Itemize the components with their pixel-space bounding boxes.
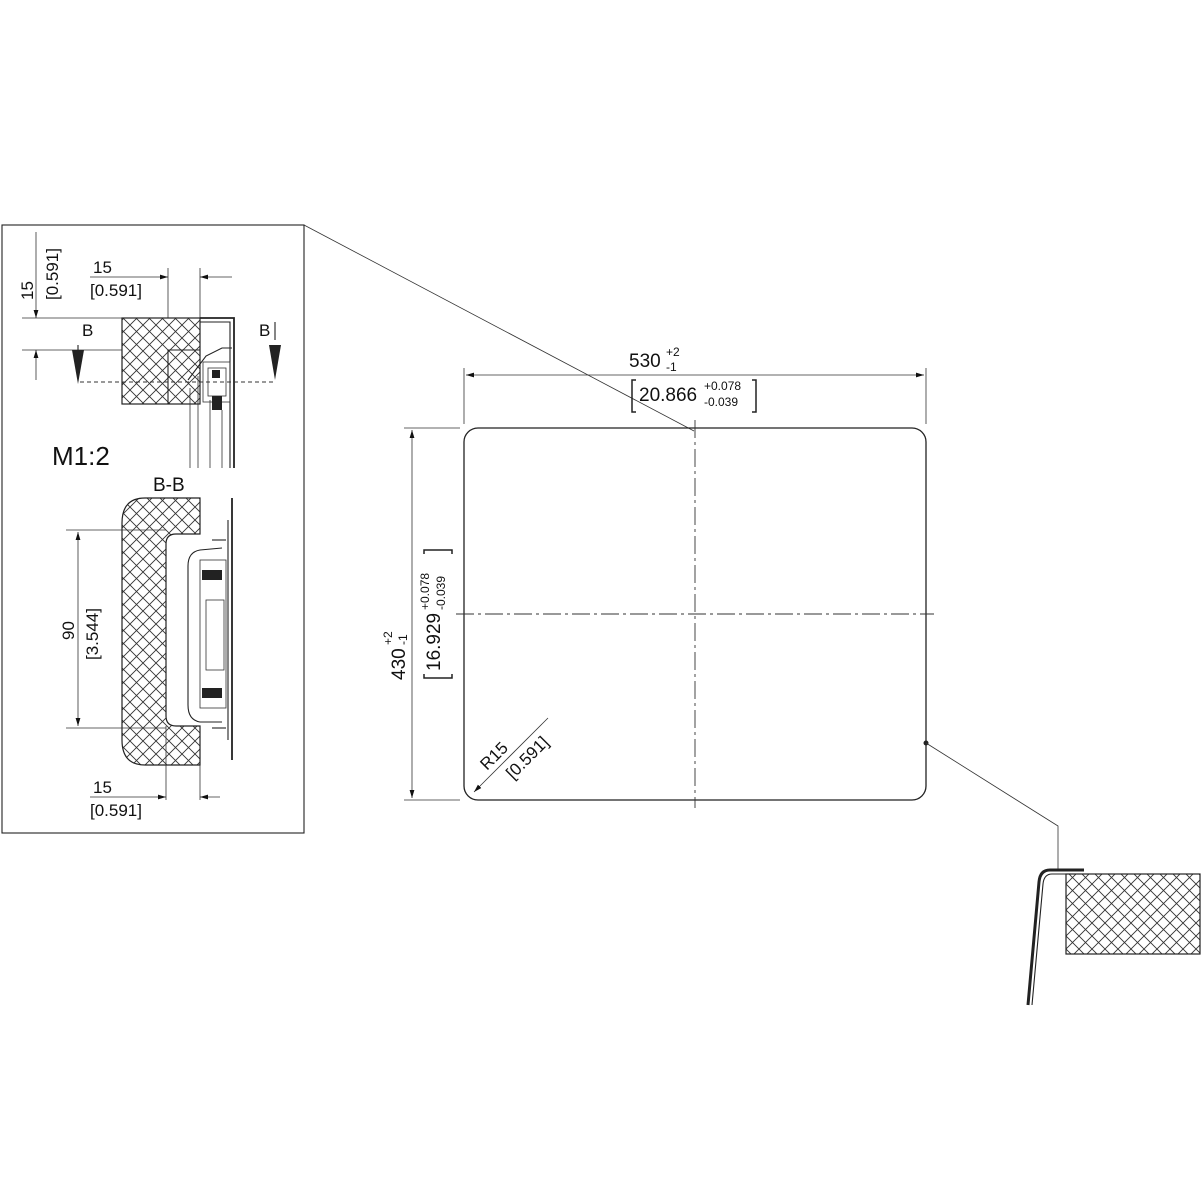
- worktop-edge-section: [1065, 873, 1201, 955]
- sink-flange-edge: [1026, 868, 1084, 1006]
- detail-frame: [1, 224, 305, 834]
- detail-panel: 15 [0.591] 15 [0.591]: [1, 224, 695, 834]
- sink-rim-detail: [187, 317, 235, 468]
- detail-leader-line: [303, 224, 695, 432]
- top-height-value: 15: [18, 281, 37, 300]
- section-arrow-right: B: [259, 321, 281, 380]
- edge-detail: [1026, 868, 1201, 1006]
- main-view: 530 +2 -1 20.866 +0.078 -0.039 430 +2 -1…: [381, 345, 1059, 870]
- scale-label: M1:2: [52, 441, 110, 471]
- top-width-inch: [0.591]: [90, 281, 142, 300]
- edge-detail-leader: [925, 742, 1059, 870]
- width-tol-upper: +2: [666, 345, 680, 359]
- section-title: B-B: [153, 475, 185, 496]
- height-inch-value: 16.929: [424, 613, 445, 671]
- section-height-inch: [3.544]: [83, 608, 102, 660]
- section-arrow-left: B: [72, 321, 93, 384]
- width-tol-lower: -1: [666, 360, 677, 374]
- height-value: 430: [389, 648, 410, 680]
- section-height-dimension: 90 [3.544]: [59, 529, 166, 729]
- width-value: 530: [629, 351, 661, 372]
- width-inch-tol-lower: -0.039: [704, 395, 738, 409]
- section-mark-right: B: [259, 321, 270, 340]
- top-width-dimension: 15 [0.591]: [90, 258, 232, 318]
- section-width-inch: [0.591]: [90, 801, 142, 820]
- width-dimension: 530 +2 -1 20.866 +0.078 -0.039: [463, 345, 927, 424]
- worktop-section-bb: [121, 497, 201, 766]
- height-dimension: 430 +2 -1 16.929 +0.078 -0.039: [381, 427, 460, 801]
- worktop-section-top: [121, 317, 201, 405]
- section-width-value: 15: [93, 778, 112, 797]
- radius-inch-value: [0.591]: [502, 733, 552, 783]
- height-tol-upper: +2: [381, 631, 395, 645]
- width-inch-value: 20.866: [639, 385, 697, 406]
- top-height-dimension: 15 [0.591]: [18, 232, 122, 380]
- section-width-dimension: 15 [0.591]: [90, 726, 220, 820]
- section-mark-left: B: [82, 321, 93, 340]
- height-inch-tol-lower: -0.039: [434, 576, 448, 610]
- section-height-value: 90: [59, 621, 78, 640]
- width-inch-tol-upper: +0.078: [704, 379, 741, 393]
- sink-bowl-section: [187, 498, 233, 760]
- height-tol-lower: -1: [396, 634, 410, 645]
- height-inch-tol-upper: +0.078: [418, 573, 432, 610]
- top-width-value: 15: [93, 258, 112, 277]
- top-height-inch: [0.591]: [43, 248, 62, 300]
- radius-dimension: R15 [0.591]: [473, 717, 553, 793]
